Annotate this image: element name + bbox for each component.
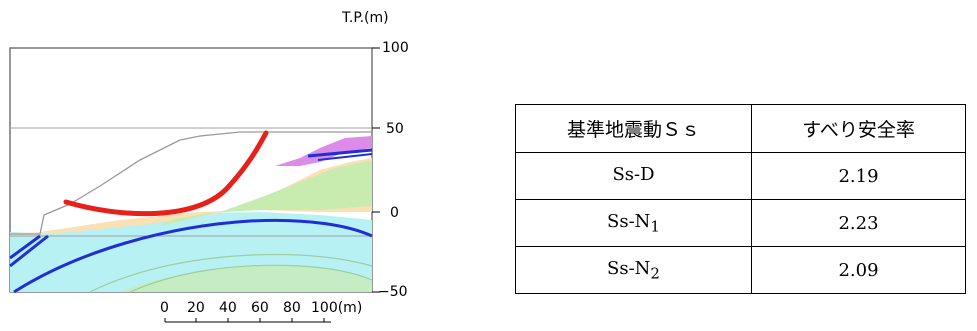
elevation-tick-50: 50 (386, 121, 404, 137)
safety-factor-cell: 2.19 (751, 152, 966, 200)
motion-subscript: 1 (650, 217, 660, 236)
table-row: Ss-D 2.19 (515, 152, 966, 200)
purple-layer (275, 136, 372, 166)
safety-factor-cell: 2.09 (751, 246, 966, 294)
ground-motion-cell: Ss-D (515, 152, 752, 200)
motion-name: Ss-N (607, 257, 651, 279)
motion-name: Ss-N (607, 210, 651, 232)
fault-line-left2 (9, 234, 49, 268)
table-header-row: 基準地震動Ｓｓ すべり安全率 (515, 104, 966, 153)
safety-factor-cell: 2.23 (751, 199, 966, 247)
scale-label-100: 100(m) (311, 300, 362, 316)
elevation-axis-unit: T.P.(m) (341, 10, 389, 26)
fault-line-left (9, 234, 41, 260)
green-layer (160, 160, 372, 226)
elevation-tick-100: 100 (382, 40, 409, 56)
ground-motion-cell: Ss-N1 (515, 199, 752, 247)
green-band-lower (120, 265, 372, 292)
scale-label-0: 0 (160, 300, 169, 316)
motion-subscript: 2 (650, 264, 660, 283)
ground-surface (10, 131, 372, 235)
scale-label-60: 60 (251, 300, 269, 316)
elevation-tick-0: 0 (390, 205, 399, 221)
motion-name: Ss-D (612, 163, 655, 185)
fault-line-upper-right (307, 148, 373, 158)
table-row: Ss-N1 2.23 (515, 199, 966, 247)
scale-label-80: 80 (283, 300, 301, 316)
safety-factor-table-wrap: 基準地震動Ｓｓ すべり安全率 Ss-D 2.19 Ss-N1 2.23 Ss-N… (515, 104, 966, 294)
elevation-tick-minus50: −50 (378, 284, 408, 300)
slip-surface-arc (63, 130, 269, 217)
scale-label-20: 20 (187, 300, 205, 316)
header-ground-motion: 基準地震動Ｓｓ (515, 104, 752, 153)
fault-line-main (13, 218, 373, 294)
ground-motion-cell: Ss-N2 (515, 246, 752, 294)
table-row: Ss-N2 2.09 (515, 246, 966, 294)
header-safety-factor: すべり安全率 (751, 104, 966, 153)
scale-bar: 0 20 40 60 80 100(m) (160, 300, 362, 323)
safety-factor-table: 基準地震動Ｓｓ すべり安全率 Ss-D 2.19 Ss-N1 2.23 Ss-N… (515, 104, 966, 294)
cross-section-figure: T.P.(m) 100 50 0 −50 0 20 40 60 80 100(m… (9, 10, 409, 323)
scale-label-40: 40 (219, 300, 237, 316)
